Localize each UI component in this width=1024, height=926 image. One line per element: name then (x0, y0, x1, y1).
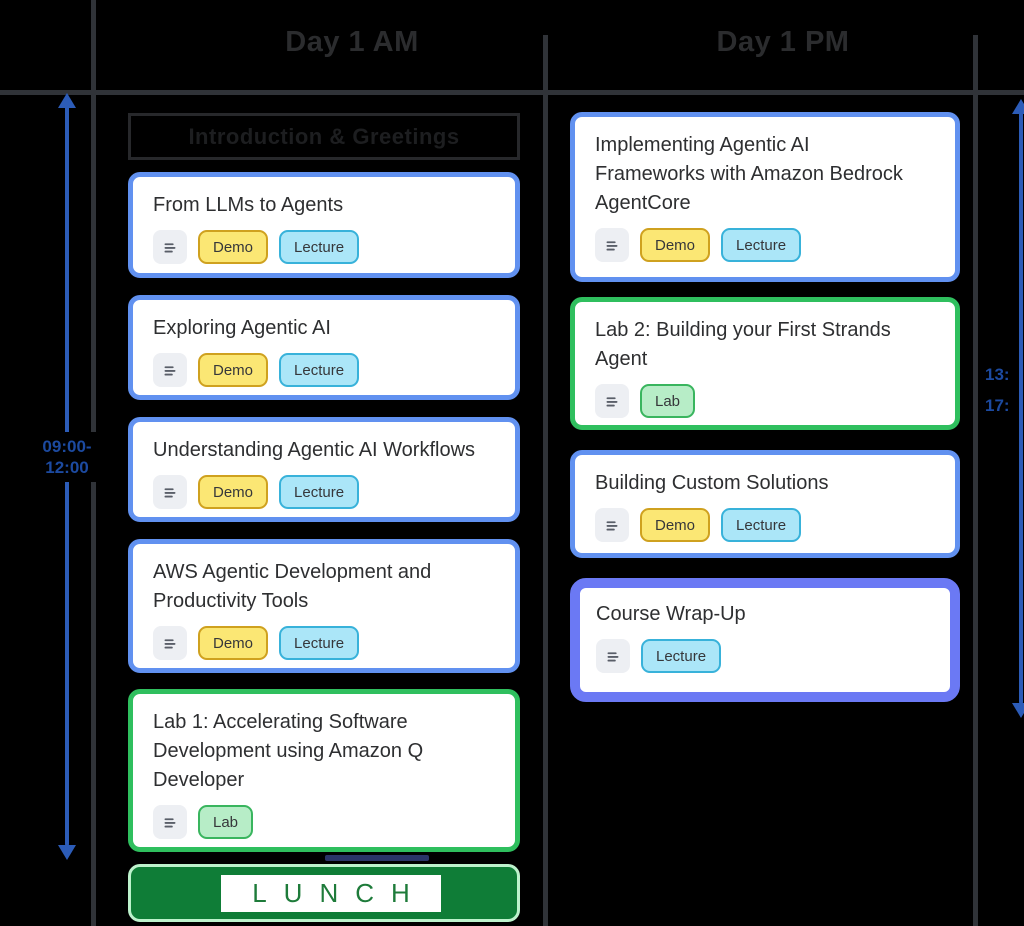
tag-lecture: Lecture (721, 228, 802, 262)
session-card-bedrock-agentcore[interactable]: Implementing Agentic AI Frameworks with … (570, 112, 960, 282)
session-title: Course Wrap-Up (596, 603, 746, 625)
am-arrow-up-icon (58, 93, 76, 108)
session-title: Building Custom Solutions (595, 472, 829, 494)
tag-lab: Lab (198, 805, 254, 839)
column-header-day1-pm: Day 1 PM (716, 26, 850, 58)
pm-arrow-up-icon (1012, 99, 1024, 114)
tag-lecture: Lecture (641, 639, 722, 673)
intro-banner-label: Introduction & Greetings (188, 123, 460, 149)
notes-icon (153, 626, 187, 660)
tag-lecture: Lecture (279, 353, 360, 387)
tag-demo: Demo (198, 475, 269, 509)
pm-time-arrow-line (1019, 112, 1023, 704)
notes-icon (595, 384, 629, 418)
tag-demo: Demo (640, 508, 711, 542)
pm-time-start: 13: (985, 365, 1010, 384)
notes-icon (153, 353, 187, 387)
notes-icon (595, 228, 629, 262)
tag-row: Lecture (596, 639, 934, 673)
session-card-aws-agentic-dev-tools[interactable]: AWS Agentic Development and Productivity… (128, 539, 520, 673)
session-title: Exploring Agentic AI (153, 317, 331, 339)
column-line-right (973, 35, 978, 926)
pm-time-range-label: 13: 17: (985, 359, 1024, 421)
lunch-banner[interactable]: LUNCH (128, 864, 520, 922)
session-card-exploring-agentic-ai[interactable]: Exploring Agentic AI Demo Lecture (128, 295, 520, 400)
session-title: AWS Agentic Development and Productivity… (153, 561, 432, 612)
intro-banner[interactable]: Introduction & Greetings (128, 113, 520, 160)
session-title: Lab 2: Building your First Strands Agent (595, 319, 891, 370)
session-card-lab1-amazon-q[interactable]: Lab 1: Accelerating Software Development… (128, 689, 520, 852)
tag-demo: Demo (198, 230, 269, 264)
am-time-range-label: 09:00- 12:00 (17, 432, 117, 482)
tag-lecture: Lecture (279, 626, 360, 660)
session-card-from-llms-to-agents[interactable]: From LLMs to Agents Demo Lecture (128, 172, 520, 278)
am-arrow-down-icon (58, 845, 76, 860)
tag-lecture: Lecture (279, 475, 360, 509)
notes-icon (595, 508, 629, 542)
session-card-lab2-strands-agent[interactable]: Lab 2: Building your First Strands Agent… (570, 297, 960, 430)
tag-row: Demo Lecture (595, 508, 935, 542)
session-card-understanding-workflows[interactable]: Understanding Agentic AI Workflows Demo … (128, 417, 520, 522)
tag-row: Demo Lecture (595, 228, 935, 262)
column-header-day1-am: Day 1 AM (285, 26, 419, 58)
tag-demo: Demo (198, 353, 269, 387)
am-time-start: 09:00- (42, 437, 92, 456)
notes-icon (153, 805, 187, 839)
tag-lab: Lab (640, 384, 696, 418)
tag-demo: Demo (198, 626, 269, 660)
session-title: From LLMs to Agents (153, 194, 344, 216)
notes-icon (153, 475, 187, 509)
header-divider-line (0, 90, 1024, 95)
tag-row: Demo Lecture (153, 475, 495, 509)
pm-time-end: 17: (985, 396, 1010, 415)
tag-lecture: Lecture (279, 230, 360, 264)
session-title: Understanding Agentic AI Workflows (153, 439, 476, 461)
tag-lecture: Lecture (721, 508, 802, 542)
notes-icon (153, 230, 187, 264)
text-selection-artifact (325, 855, 429, 861)
session-card-building-custom-solutions[interactable]: Building Custom Solutions Demo Lecture (570, 450, 960, 558)
tag-row: Demo Lecture (153, 353, 495, 387)
tag-row: Lab (153, 805, 495, 839)
tag-row: Demo Lecture (153, 626, 495, 660)
session-card-course-wrap-up[interactable]: Course Wrap-Up Lecture (570, 578, 960, 702)
tag-demo: Demo (640, 228, 711, 262)
column-line-middle (543, 35, 548, 926)
am-time-end: 12:00 (45, 458, 89, 477)
session-title: Implementing Agentic AI Frameworks with … (595, 134, 903, 214)
session-title: Lab 1: Accelerating Software Development… (153, 711, 424, 791)
pm-arrow-down-icon (1012, 703, 1024, 718)
tag-row: Lab (595, 384, 935, 418)
lunch-banner-label: LUNCH (221, 874, 441, 912)
notes-icon (596, 639, 630, 673)
tag-row: Demo Lecture (153, 230, 495, 264)
